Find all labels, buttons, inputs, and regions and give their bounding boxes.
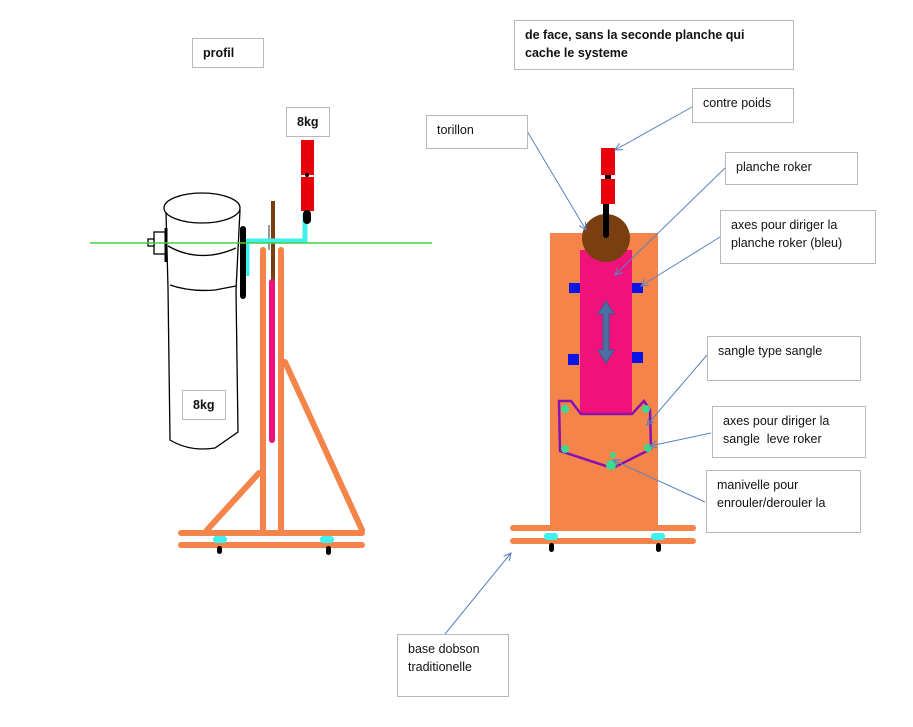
rocker-guide-axes: [568, 283, 643, 365]
leader-sangle: [647, 354, 708, 425]
up-down-arrow-icon: [597, 300, 615, 364]
profile-counterweight-label: 8kg: [286, 107, 330, 137]
callout-axes-sangle: axes pour diriger la sangle leve roker: [712, 406, 866, 458]
profile-tube-weight-label: 8kg: [182, 390, 226, 420]
callout-manivelle: manivelle pour enrouler/derouler la: [706, 470, 861, 533]
profile-counterweight-arm: [244, 214, 308, 276]
callout-contre-poids: contre poids: [692, 88, 794, 123]
callout-sangle: sangle type sangle: [707, 336, 861, 381]
front-feet: [544, 533, 665, 552]
leader-torillon: [526, 130, 586, 230]
profile-counterweight: [301, 140, 314, 224]
front-view-title: de face, sans la seconde planche qui cac…: [514, 20, 794, 70]
front-view: [510, 148, 696, 552]
leader-planche-roker: [615, 167, 726, 275]
front-counterweight: [601, 148, 615, 238]
callout-axes-planche: axes pour diriger la planche roker (bleu…: [720, 210, 876, 264]
crank-icon: [606, 460, 616, 470]
callout-base: base dobson traditionelle: [397, 634, 509, 697]
callout-torillon: torillon: [426, 115, 528, 149]
profile-view: [90, 140, 432, 555]
profile-base: [178, 247, 365, 548]
front-base: [510, 525, 696, 544]
profile-view-title: profil: [192, 38, 264, 68]
leader-base: [444, 553, 511, 635]
callout-leaders: [444, 106, 726, 635]
leader-contre-poids: [615, 106, 693, 150]
callout-planche-roker: planche roker: [725, 152, 858, 185]
leader-axes-sangle: [650, 432, 712, 446]
leader-axes-planche: [641, 236, 721, 286]
leader-manivelle: [613, 460, 706, 503]
profile-feet: [213, 536, 334, 555]
lift-strap: [557, 398, 653, 470]
